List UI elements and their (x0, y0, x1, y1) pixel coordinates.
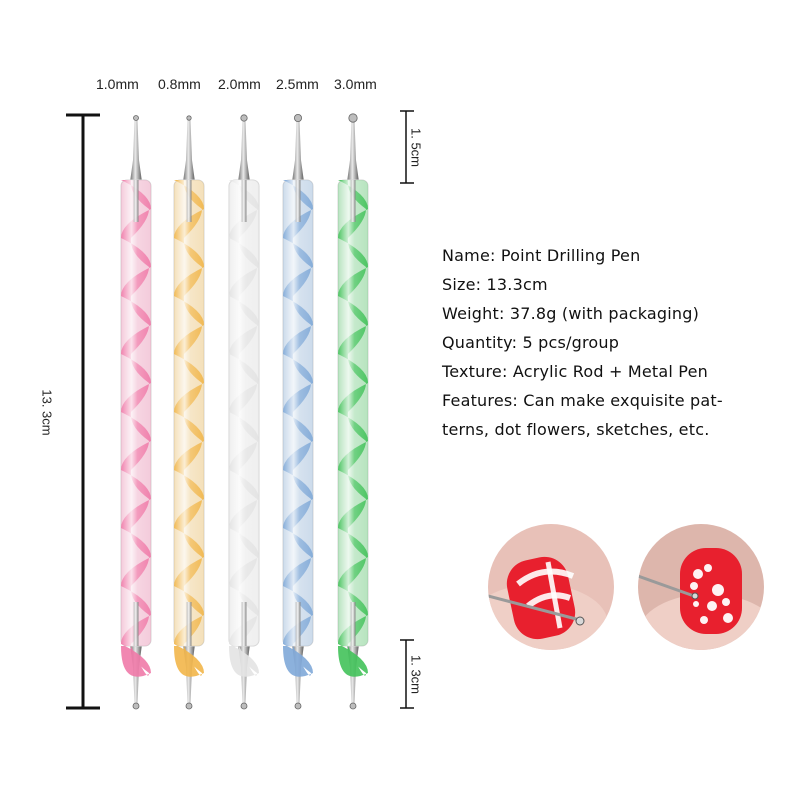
total-length-label: 13. 3cm (39, 389, 55, 436)
top-tip-length-label: 1. 5cm (408, 127, 424, 167)
top-tip-dimension (400, 110, 414, 184)
dotting-pen-icon (228, 114, 260, 710)
bottom-tip-length-label: 1. 3cm (408, 654, 424, 694)
spec-features-line1: Features: Can make exquisite pat- (442, 391, 723, 410)
spec-weight: Weight: 37.8g (with packaging) (442, 304, 700, 323)
tip-size-label: 1.0mm (96, 76, 139, 92)
dotting-pen-icon (120, 115, 152, 710)
dotting-pen-icon (282, 114, 314, 710)
tip-size-label: 2.5mm (276, 76, 319, 92)
nail-art-photo-icon (488, 524, 614, 650)
nail-art-photo-icon (638, 524, 764, 650)
product-specs: Name: Point Drilling Pen Size: 13.3cm We… (442, 241, 782, 444)
spec-texture: Texture: Acrylic Rod + Metal Pen (442, 362, 708, 381)
spec-quantity: Quantity: 5 pcs/group (442, 333, 620, 352)
tip-size-label: 3.0mm (334, 76, 377, 92)
bottom-tip-dimension (400, 639, 414, 709)
dotting-pen-icon (337, 113, 369, 710)
tip-size-label: 0.8mm (158, 76, 201, 92)
tip-size-labels: 1.0mm 0.8mm 2.0mm 2.5mm 3.0mm (96, 76, 396, 98)
spec-size: Size: 13.3cm (442, 275, 548, 294)
total-length-dimension (66, 113, 100, 710)
dotting-pen-icon (173, 115, 205, 710)
spec-name: Name: Point Drilling Pen (442, 246, 641, 265)
spec-features-line2: terns, dot flowers, sketches, etc. (442, 420, 710, 439)
tip-size-label: 2.0mm (218, 76, 261, 92)
